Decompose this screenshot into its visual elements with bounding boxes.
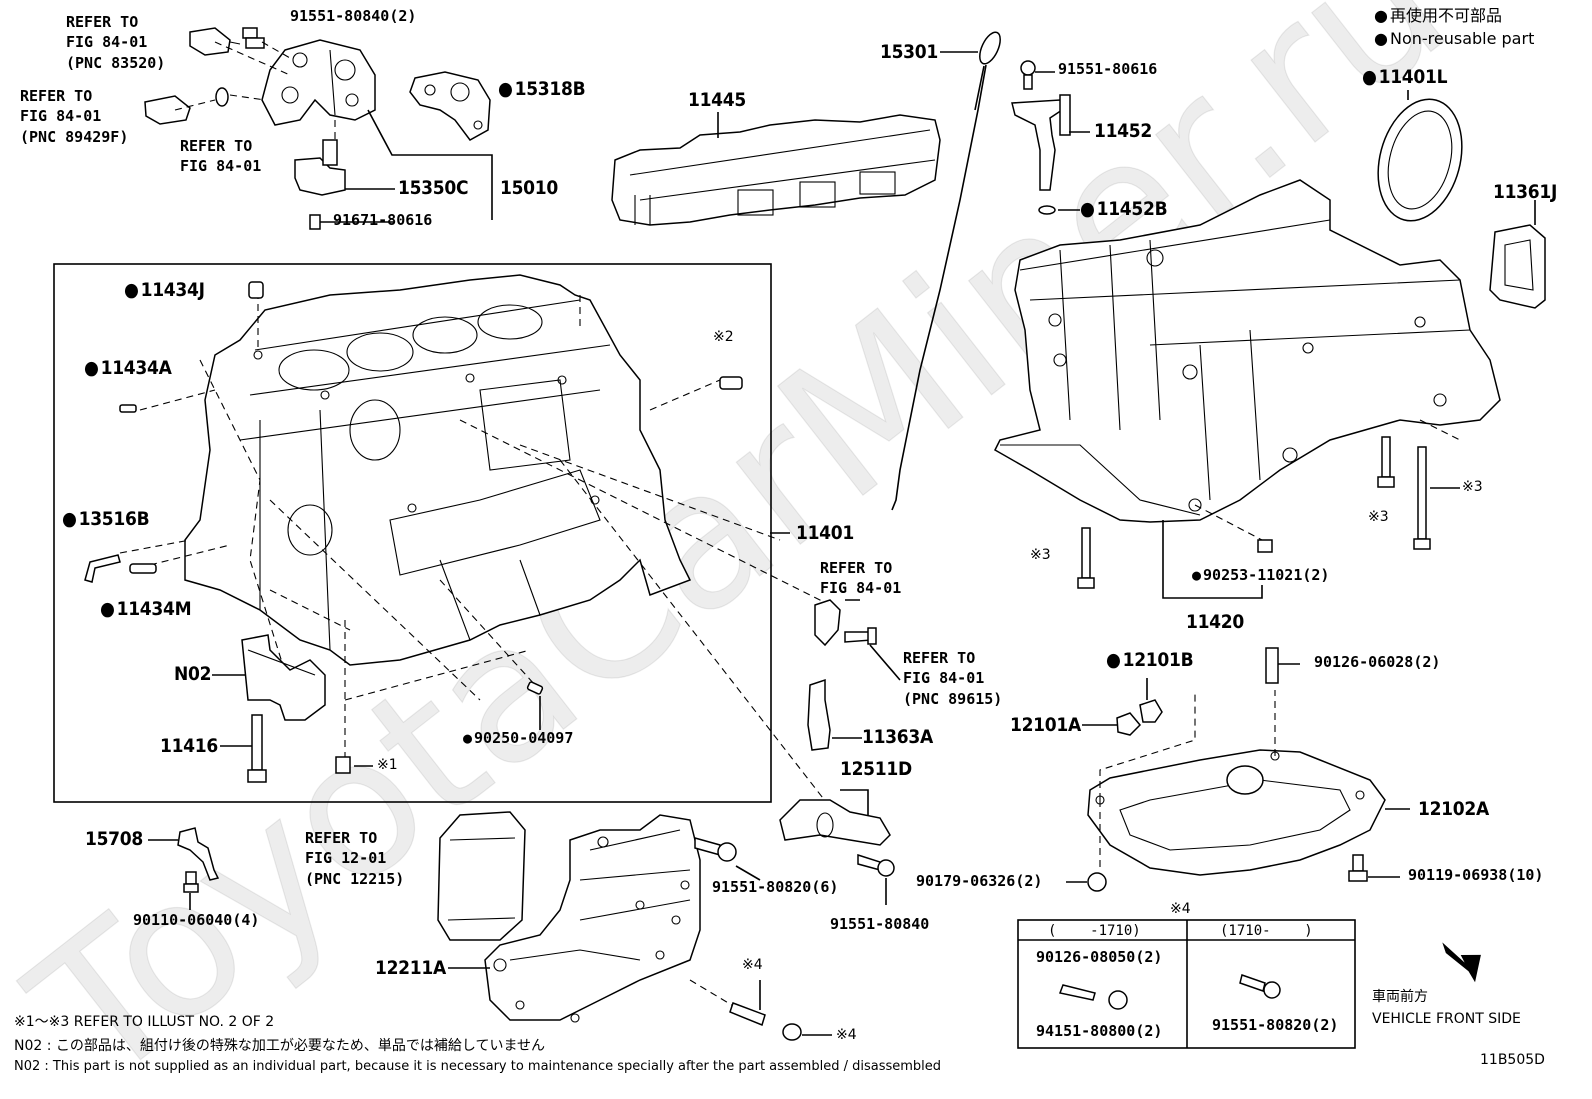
- variant-table: [1017, 919, 1356, 1049]
- ref-89615[interactable]: REFER TO FIG 84-01 (PNC 89615): [903, 649, 1003, 708]
- ocv-15350C: [294, 139, 346, 230]
- label-91551-80820-2[interactable]: 91551-80820(2): [1212, 1016, 1339, 1034]
- legend-en: Non-reusable part: [1374, 31, 1534, 47]
- label-11434M[interactable]: 11434M: [100, 600, 192, 619]
- oil-pan-12102A: [1087, 749, 1386, 876]
- label-mark3-a: ※3: [1030, 547, 1051, 563]
- oil-seal-11401L: [1377, 98, 1463, 222]
- label-11452B[interactable]: 11452B: [1080, 200, 1168, 219]
- label-mark3-b: ※3: [1368, 509, 1389, 525]
- crankcase-11420: [994, 179, 1501, 523]
- drain-plug: [1087, 647, 1368, 892]
- cylinder-block-11401: [184, 274, 692, 666]
- label-90126-08050-2[interactable]: 90126-08050(2): [1036, 948, 1163, 966]
- label-91671-80616[interactable]: 91671-80616: [333, 211, 433, 229]
- label-11445[interactable]: 11445: [688, 89, 746, 111]
- label-mark2: ※2: [713, 329, 734, 345]
- crankcase-bolts: [1077, 436, 1431, 589]
- dipstick-15301: [891, 31, 1001, 511]
- ref-89429F[interactable]: REFER TO FIG 84-01 (PNC 89429F): [20, 87, 129, 146]
- bracket-15708: [177, 827, 220, 893]
- label-11434A[interactable]: 11434A: [84, 359, 172, 378]
- sensor-83520: [189, 27, 241, 56]
- label-mark4-c: ※4: [1170, 901, 1191, 917]
- label-13516B[interactable]: 13516B: [62, 510, 150, 529]
- label-12101B[interactable]: 12101B: [1106, 651, 1194, 670]
- bearing-cap-N02: [241, 634, 326, 783]
- gasket-15318B: [409, 71, 491, 141]
- label-90110-06040-4[interactable]: 90110-06040(4): [133, 911, 260, 929]
- ref-83520[interactable]: REFER TO FIG 84-01 (PNC 83520): [66, 13, 166, 72]
- table-col1-header: ( -1710): [1048, 923, 1141, 939]
- ref-12215[interactable]: REFER TO FIG 12-01 (PNC 12215): [305, 829, 405, 888]
- label-94151-80800-2[interactable]: 94151-80800(2): [1036, 1022, 1163, 1040]
- tube-11452: [1011, 60, 1071, 215]
- label-15301[interactable]: 15301: [880, 41, 938, 63]
- oil-pump-cover: [261, 39, 376, 126]
- label-11434J[interactable]: 11434J: [124, 281, 205, 300]
- label-mark3-c: ※3: [1462, 479, 1483, 495]
- label-12511D[interactable]: 12511D: [840, 758, 912, 780]
- bracket-11363A: [807, 678, 831, 751]
- label-mark4-b: ※4: [836, 1027, 857, 1043]
- label-15010[interactable]: 15010: [500, 177, 558, 199]
- direction-jp: 車両前方: [1372, 989, 1428, 1005]
- gasket-11361J: [1489, 224, 1546, 309]
- direction-en: VEHICLE FRONT SIDE: [1372, 1011, 1521, 1027]
- stud-mark4: [729, 1002, 802, 1041]
- label-91551-80840-2[interactable]: 91551-80840(2): [290, 7, 417, 25]
- label-15708[interactable]: 15708: [85, 828, 143, 850]
- label-90253-11021-2[interactable]: 90253-11021(2): [1192, 568, 1329, 583]
- label-91551-80820-6[interactable]: 91551-80820(6): [712, 878, 839, 896]
- diagram-id: 11B505D: [1480, 1052, 1545, 1068]
- part-11445: [611, 114, 941, 226]
- label-90250-04097[interactable]: 90250-04097: [463, 731, 573, 746]
- label-N02[interactable]: N02: [174, 663, 212, 685]
- label-mark4-a: ※4: [742, 957, 763, 973]
- bolt-91551-80820: [694, 837, 737, 862]
- label-90119-06938-10[interactable]: 90119-06938(10): [1408, 866, 1544, 884]
- label-15318B[interactable]: 15318B: [498, 80, 586, 99]
- label-12211A[interactable]: 12211A: [375, 957, 446, 979]
- bolt-top: [242, 27, 265, 49]
- sensor-89429: [144, 87, 229, 125]
- label-11401L[interactable]: 11401L: [1362, 68, 1448, 87]
- label-91551-80840[interactable]: 91551-80840: [830, 915, 930, 933]
- note-refer-illust: ※1～※3 REFER TO ILLUST NO. 2 OF 2: [14, 1014, 275, 1030]
- label-11452[interactable]: 11452: [1094, 120, 1152, 142]
- bolt-91551-80840: [857, 853, 895, 877]
- note-n02-en: N02 : This part is not supplied as an in…: [14, 1059, 942, 1074]
- label-12101A[interactable]: 12101A: [1010, 714, 1081, 736]
- label-90126-06028-2[interactable]: 90126-06028(2): [1314, 653, 1441, 671]
- front-arrow: [1442, 942, 1481, 983]
- table-col2-header: (1710- ): [1220, 923, 1313, 939]
- label-11401[interactable]: 11401: [796, 522, 854, 544]
- ref-84-01-b[interactable]: REFER TO FIG 84-01: [820, 559, 902, 598]
- ref-84-01-a[interactable]: REFER TO FIG 84-01: [180, 137, 262, 176]
- label-91551-80616[interactable]: 91551-80616: [1058, 60, 1158, 78]
- label-mark1: ※1: [377, 757, 398, 773]
- bracket-12511D: [779, 799, 891, 846]
- small-block-parts: [84, 281, 743, 774]
- label-15350C[interactable]: 15350C: [398, 177, 469, 199]
- timing-cover-12211A: [484, 814, 701, 1023]
- cover-12215: [437, 811, 526, 941]
- label-12102A[interactable]: 12102A: [1418, 798, 1489, 820]
- label-11416[interactable]: 11416: [160, 735, 218, 757]
- label-11361J[interactable]: 11361J: [1493, 181, 1558, 203]
- label-11420[interactable]: 11420: [1186, 611, 1244, 633]
- knock-sensor: [814, 599, 877, 647]
- label-11363A[interactable]: 11363A: [862, 726, 933, 748]
- legend-jp: 再使用不可部品: [1374, 8, 1502, 24]
- label-90179-06326-2[interactable]: 90179-06326(2): [916, 872, 1043, 890]
- note-n02-jp: N02 : この部品は、組付け後の特殊な加工が必要なため、単品では補給していませ…: [14, 1038, 546, 1054]
